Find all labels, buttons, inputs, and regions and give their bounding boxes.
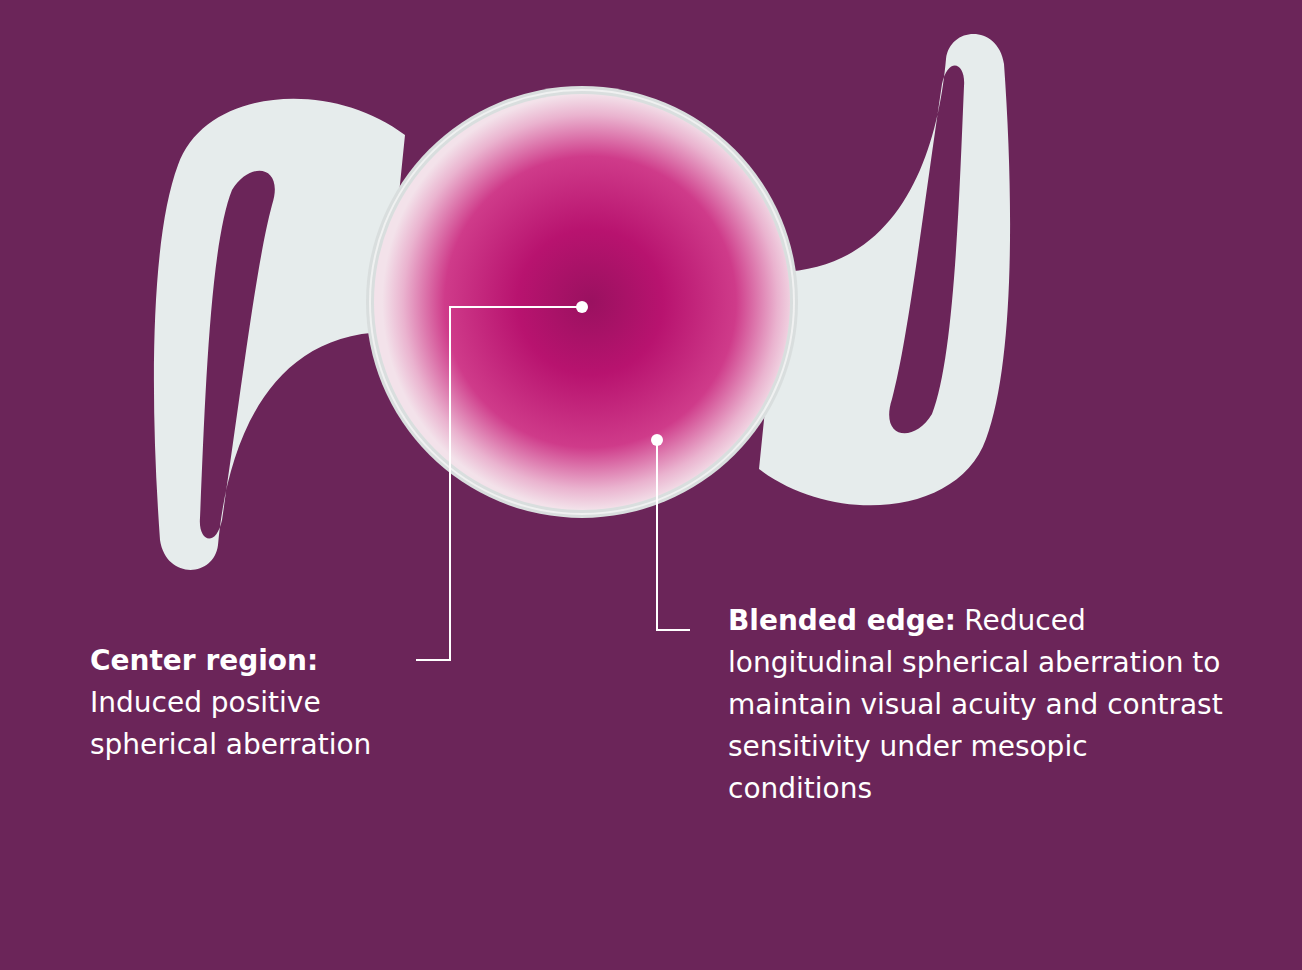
optic xyxy=(374,94,790,510)
part-heading: Center region: xyxy=(90,640,430,682)
leader-line xyxy=(657,440,690,630)
callout-dot xyxy=(576,301,588,313)
callout-text: Center region:Induced positive spherical… xyxy=(90,640,430,766)
part-description: Induced positive spherical aberration xyxy=(90,686,371,761)
callout-text: Blended edge:Reduced longitudinal spheri… xyxy=(728,600,1238,810)
leader-line xyxy=(416,307,582,660)
part-heading: Blended edge: xyxy=(728,604,956,637)
haptic xyxy=(154,34,1010,570)
callout-dot xyxy=(651,434,663,446)
optic-rim xyxy=(366,86,798,518)
optic-edge xyxy=(370,90,794,514)
